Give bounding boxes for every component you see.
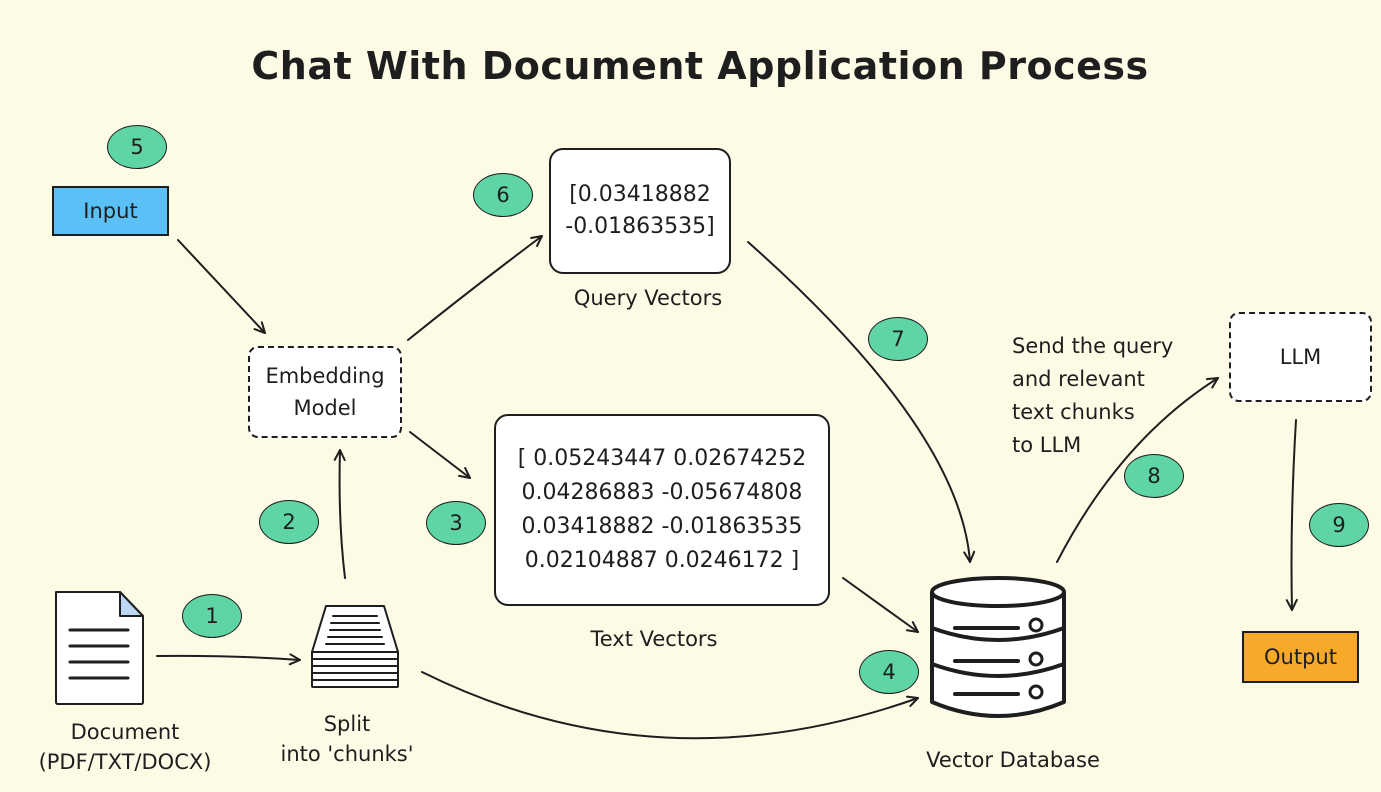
step-badge-6: 6 (473, 173, 533, 217)
text-vectors-label: Text Vectors (590, 627, 718, 651)
arrow-document-to-split (156, 653, 301, 666)
document-icon (55, 591, 144, 705)
step-badge-3: 3 (426, 501, 486, 545)
step-badge-9: 9 (1309, 503, 1369, 547)
text-vectors-box: [ 0.05243447 0.02674252 0.04286883 -0.05… (494, 414, 830, 606)
arrow-llm-to-output (1285, 419, 1298, 611)
split-chunks-label: Split into 'chunks' (280, 712, 414, 766)
arrow-split-to-database (421, 671, 919, 740)
arrow-embedding-to-query (407, 235, 543, 341)
vector-database-label: Vector Database (926, 748, 1100, 772)
arrow-split-to-embedding (333, 449, 346, 579)
arrow-text-to-database (842, 577, 919, 633)
input-box[interactable]: Input (52, 186, 169, 236)
arrow-input-to-embedding (177, 239, 266, 334)
step-badge-2: 2 (259, 500, 319, 544)
diagram-title: Chat With Document Application Process (251, 44, 1149, 88)
step-badge-7: 7 (868, 317, 928, 361)
arrow-embedding-to-text (409, 431, 471, 479)
query-vectors-label: Query Vectors (573, 286, 723, 310)
stacked-pages-icon (311, 605, 399, 688)
output-box[interactable]: Output (1242, 631, 1359, 683)
llm-box: LLM (1229, 312, 1372, 402)
query-vectors-box: [0.03418882 -0.01863535] (549, 148, 731, 274)
step-badge-4: 4 (859, 650, 919, 694)
document-label: Document (PDF/TXT/DOCX) (38, 720, 212, 774)
send-to-llm-note: Send the query and relevant text chunks … (1012, 334, 1174, 457)
database-icon (930, 576, 1066, 718)
embedding-model-box: Embedding Model (248, 346, 402, 438)
step-badge-5: 5 (107, 125, 167, 169)
step-badge-8: 8 (1124, 454, 1184, 498)
step-badge-1: 1 (182, 594, 242, 638)
arrow-database-to-llm (1056, 377, 1219, 563)
arrow-query-to-database (747, 241, 976, 563)
